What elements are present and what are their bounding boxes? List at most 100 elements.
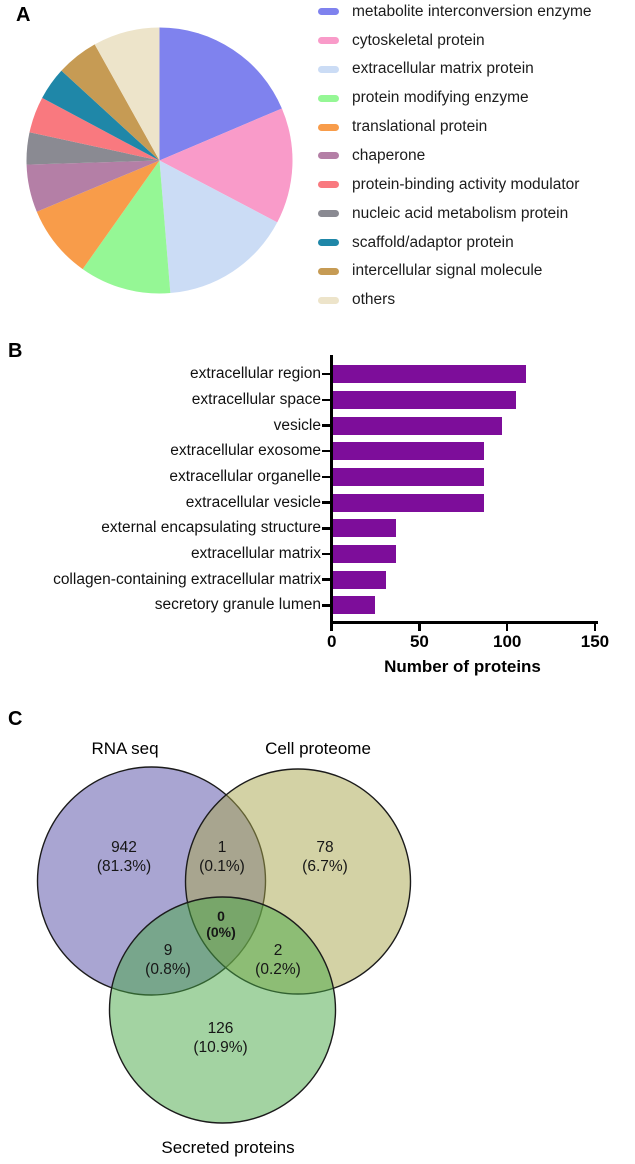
venn-pct-secreted-only: (10.9%) [193,1039,248,1056]
pie-slice-11 [94,27,159,161]
x-axis-tick-label: 50 [409,632,429,651]
legend-item: others [318,286,395,314]
bar-chart-x-axis [330,620,598,624]
venn-count-rna-secreted: 9 [163,942,173,959]
venn-diagram [36,766,412,1124]
pie-slice-10 [60,44,159,161]
legend-swatch [318,94,339,102]
legend-swatch [318,37,339,45]
venn-label-cell-secreted: 2 (0.2%) [255,941,301,979]
pie-slice-9 [41,70,159,161]
bar [333,519,397,538]
x-axis-tick [505,623,509,631]
legend-swatch [318,123,339,131]
legend-item-label: protein modifying enzyme [352,89,529,107]
x-axis-tick [330,623,333,631]
pie-slice-7 [26,132,159,165]
y-axis-tick [322,372,332,376]
venn-label-rna-secreted: 9(0.8%) [145,941,191,979]
venn-set-label-secreted-proteins: Secreted proteins [161,1138,295,1157]
venn-label-rna-cell: 1 (0.1%) [199,838,245,876]
legend-item-label: intercellular signal molecule [352,262,543,280]
legend-item-label: extracellular matrix protein [352,60,534,78]
y-axis-tick [322,424,332,427]
bar [333,596,376,615]
venn-count-cell-secreted: 2 [273,942,283,959]
legend-swatch [318,296,339,304]
y-axis-tick [322,449,332,453]
y-axis-tick [322,398,332,402]
x-axis-tick-label: 100 [493,632,522,651]
bar [333,544,397,563]
venn-pct-rna-cell-secreted: (0%) [206,924,236,940]
y-axis-tick [322,527,332,530]
pie-slice-4 [82,160,170,294]
legend-item: scaffold/adaptor protein [318,229,514,257]
panel-a-label: A [16,4,31,26]
legend-item: cytoskeletal protein [318,27,485,55]
venn-pct-rna-only: (81.3%) [96,858,152,875]
venn-pct-cell-only: (6.7%) [302,858,348,875]
bar [333,442,484,461]
legend-item-label: scaffold/adaptor protein [352,233,514,251]
venn-circle-secreted-proteins [108,896,337,1124]
venn-label-rna-cell-secreted: 0(0%) [206,908,236,940]
legend-item: nucleic acid metabolism protein [318,200,568,228]
y-axis-tick [322,578,332,581]
bar-category-label: vesicle [273,416,321,434]
legend-item-label: protein-binding activity modulator [352,175,580,193]
bar-category-label: extracellular region [190,365,321,383]
legend-item: translational protein [318,113,487,141]
legend-item-label: translational protein [352,118,488,136]
legend-item: protein-binding activity modulator [318,171,579,199]
legend-item: intercellular signal molecule [318,257,542,285]
legend-swatch [318,8,339,16]
venn-label-secreted-only: 126 (10.9%) [193,1019,247,1057]
bar [333,570,386,589]
bar-category-label: extracellular exosome [170,442,321,460]
legend-swatch [318,267,339,275]
venn-count-rna-cell-secreted: 0 [217,908,225,924]
venn-label-cell-only: 78 (6.7%) [302,838,348,876]
panel-c-label: C [8,708,23,730]
bar-category-label: extracellular space [191,390,321,408]
venn-count-cell-only: 78 [316,839,334,856]
panel-b-label: B [8,340,23,362]
bar-category-label: collagen-containing extracellular matrix [53,570,321,588]
bar-category-label: extracellular matrix [190,544,321,562]
y-axis-tick [322,501,332,504]
legend-swatch [318,152,339,160]
pie-slice-1 [159,27,282,161]
x-axis-tick-label: 150 [580,632,610,651]
venn-count-secreted-only: 126 [207,1020,234,1037]
legend-item-label: others [352,291,396,309]
bar [333,365,526,384]
y-axis-tick [322,604,332,607]
pie-slice-6 [26,160,159,212]
legend-item: metabolite interconversion enzyme [318,0,592,26]
legend-item-label: cytoskeletal protein [352,31,485,49]
bar [333,467,484,486]
venn-count-rna-cell: 1 [217,839,227,856]
legend-swatch [318,65,339,73]
legend-item-label: chaperone [352,146,426,164]
y-axis-tick [322,475,332,479]
bar-chart-y-axis [330,355,333,624]
y-axis-tick [322,552,332,556]
x-axis-tick [418,623,421,631]
venn-pct-rna-cell: (0.1%) [199,858,245,875]
pie-slice-8 [29,97,159,161]
legend-item-label: nucleic acid metabolism protein [352,204,569,222]
bar-category-label: extracellular organelle [169,467,321,485]
bar-category-label: external encapsulating structure [101,519,321,537]
pie-slice-2 [159,108,293,223]
bar [333,493,484,512]
legend-item: protein modifying enzyme [318,84,529,112]
legend-item-label: metabolite interconversion enzyme [352,2,592,20]
bar [333,390,516,409]
venn-pct-cell-secreted: (0.2%) [255,961,301,978]
legend-item: extracellular matrix protein [318,55,534,83]
pie-slice-3 [159,160,277,294]
x-axis-title: Number of proteins [384,657,541,676]
x-axis-tick-label: 0 [326,632,337,651]
